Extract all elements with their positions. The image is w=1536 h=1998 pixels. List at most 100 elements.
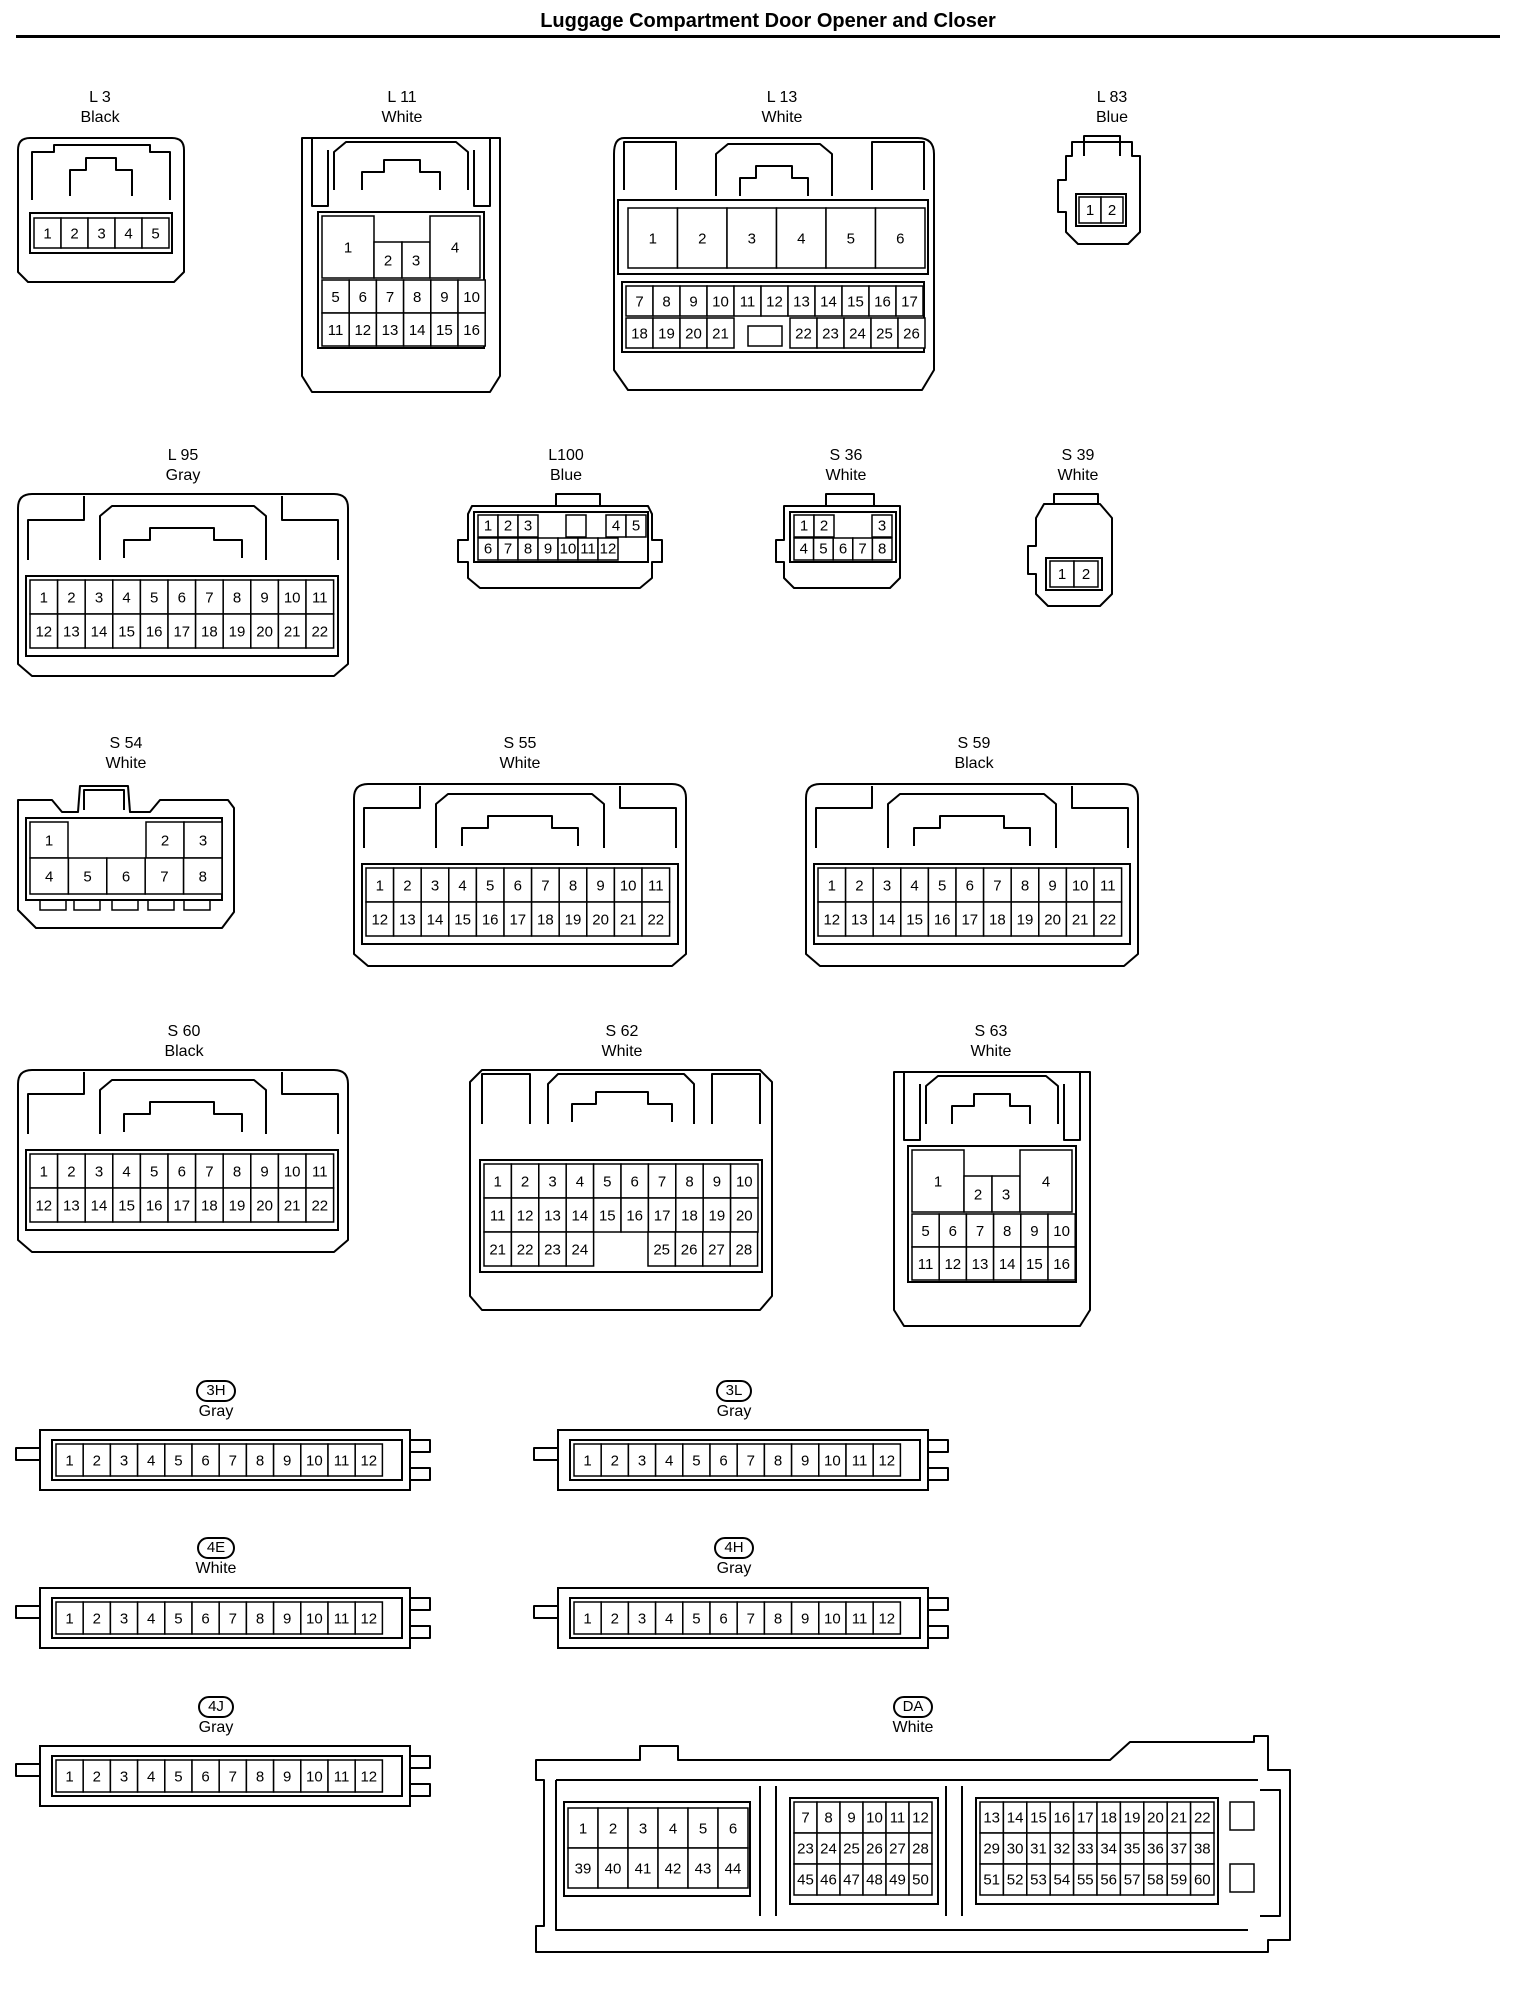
pin-number: 16 xyxy=(482,911,499,928)
pin-cell xyxy=(675,1163,704,1199)
pin-cell xyxy=(843,317,872,349)
pin-cell xyxy=(84,1187,114,1223)
pin-cell xyxy=(775,207,827,269)
pin-cell xyxy=(845,1443,874,1477)
pin-number: 35 xyxy=(1124,1841,1141,1858)
pin-number: 22 xyxy=(517,1241,534,1258)
pin-cell xyxy=(872,1601,902,1635)
pin-number: 5 xyxy=(150,589,158,606)
pin-number: 56 xyxy=(1100,1872,1117,1889)
pin-number: 19 xyxy=(229,623,246,640)
outline xyxy=(928,1625,949,1639)
pin-cell xyxy=(790,1443,820,1477)
pin-number: 8 xyxy=(685,1173,693,1190)
pin-number: 20 xyxy=(1044,911,1061,928)
connector-code: S 55 xyxy=(503,735,537,752)
pin-number: 2 xyxy=(521,1173,529,1190)
pin-number: 5 xyxy=(847,230,855,247)
pin-number: 12 xyxy=(371,911,388,928)
outline xyxy=(281,1072,339,1134)
pin-number: 4 xyxy=(665,1452,673,1469)
pin-cell xyxy=(305,1153,335,1189)
pin-number: 6 xyxy=(729,1820,737,1837)
pin-number: 28 xyxy=(736,1241,753,1258)
pin-cell xyxy=(674,1231,704,1267)
pin-cell xyxy=(845,1601,874,1635)
pin-number: 22 xyxy=(647,911,664,928)
pin-number: 5 xyxy=(174,1610,182,1627)
outline xyxy=(1027,503,1113,607)
pin-cell xyxy=(597,1847,629,1889)
pin-cell xyxy=(558,901,588,937)
pin-number: 3 xyxy=(431,877,439,894)
pin-number: 12 xyxy=(912,1810,929,1827)
pin-number: 4 xyxy=(910,877,918,894)
pin-number: 8 xyxy=(1003,1223,1011,1240)
pin-cell xyxy=(627,1443,657,1477)
outline xyxy=(29,212,173,254)
outline xyxy=(183,899,211,911)
outline xyxy=(789,511,897,563)
pin-cell xyxy=(55,1601,84,1635)
pin-number: 11 xyxy=(852,1452,868,1469)
pin-cell xyxy=(245,1443,275,1477)
pin-number: 7 xyxy=(635,293,643,310)
pin-cell xyxy=(652,317,681,349)
pin-number: 20 xyxy=(592,911,609,928)
pin-number: 11 xyxy=(334,1452,350,1469)
pin-number: 1 xyxy=(45,832,53,849)
pin-cell xyxy=(305,613,335,649)
pin-number: 17 xyxy=(961,911,978,928)
pin-number: 3 xyxy=(97,225,105,242)
pin-number: 10 xyxy=(306,1452,323,1469)
pin-cell xyxy=(538,1197,567,1233)
outline xyxy=(479,1159,763,1273)
pin-number: 2 xyxy=(611,1452,619,1469)
pin-cell xyxy=(1020,1246,1049,1281)
pin-number: 13 xyxy=(399,911,416,928)
pin-cell xyxy=(825,207,877,269)
pin-cell xyxy=(641,901,671,937)
outline xyxy=(1057,141,1141,245)
pin-number: 5 xyxy=(819,541,827,558)
pin-cell xyxy=(33,217,62,249)
pin-number: 39 xyxy=(575,1860,592,1877)
pin-cell xyxy=(112,1187,142,1223)
pin-cell xyxy=(687,1807,719,1849)
pin-number: 2 xyxy=(1082,566,1090,583)
pin-number: 13 xyxy=(983,1810,1000,1827)
pin-number: 34 xyxy=(1100,1841,1117,1858)
connector-code: S 63 xyxy=(974,1023,1008,1040)
pin-number: 20 xyxy=(685,325,702,342)
pin-cell xyxy=(982,867,1012,903)
pin-cell xyxy=(647,1197,677,1233)
outline xyxy=(887,793,1057,848)
pin-number: 9 xyxy=(260,589,268,606)
pin-cell xyxy=(1010,867,1040,903)
pin-number: 53 xyxy=(1030,1872,1047,1889)
pin-cell xyxy=(112,1153,142,1189)
pin-number: 5 xyxy=(692,1452,700,1469)
pin-number: 20 xyxy=(256,1197,273,1214)
pin-number: 2 xyxy=(609,1820,617,1837)
pin-number: 1 xyxy=(583,1610,591,1627)
pin-number: 9 xyxy=(283,1610,291,1627)
pin-number: 1 xyxy=(376,877,384,894)
pin-number: 31 xyxy=(1030,1841,1047,1858)
pin-number: 3 xyxy=(95,589,103,606)
pin-cell xyxy=(654,1601,684,1635)
pin-number: 10 xyxy=(284,589,301,606)
pin-number: 14 xyxy=(91,1197,108,1214)
pin-number: 10 xyxy=(1053,1223,1070,1240)
pin-number: 20 xyxy=(256,623,273,640)
pin-cell xyxy=(167,1187,197,1223)
pin-number: 2 xyxy=(974,1186,982,1203)
connector-color: Black xyxy=(954,755,994,772)
outline xyxy=(1075,193,1127,227)
